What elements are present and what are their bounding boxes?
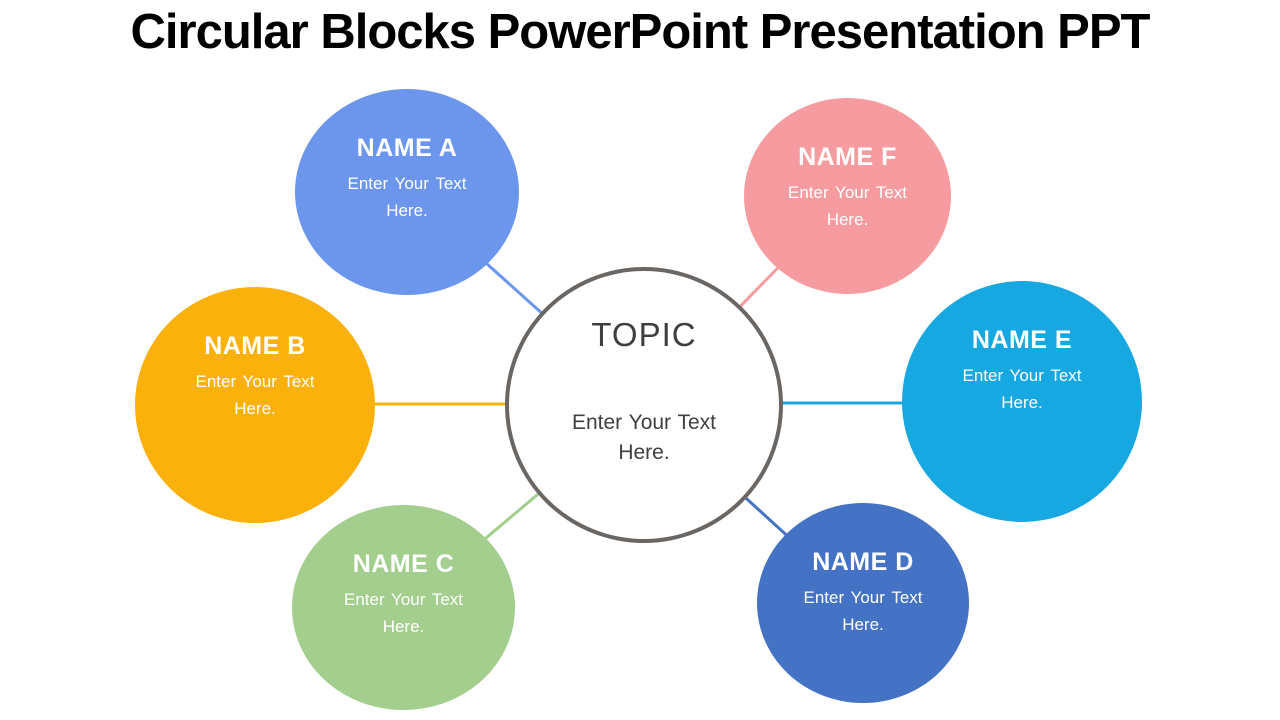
block-b-body-text: Enter Your Text Here. [195, 372, 315, 418]
block-f-body-text: Enter Your Text Here. [788, 183, 907, 229]
block-b-title: NAME B [204, 332, 306, 360]
slide-title: Circular Blocks PowerPoint Presentation … [130, 5, 1151, 59]
block-c-title: NAME C [352, 550, 455, 578]
block-circle-name-d: NAME D Enter Your Text Here. [757, 503, 969, 703]
block-e-body-text: Enter Your Text Here. [962, 366, 1082, 412]
block-f-title: NAME F [798, 143, 897, 171]
block-circle-name-f: NAME F Enter Your Text Here. [744, 98, 951, 294]
topic-body-text: Enter Your Text Here. [571, 411, 717, 464]
block-a-body-text: Enter Your Text Here. [347, 174, 467, 220]
block-c-body-text: Enter Your Text Here. [344, 590, 463, 636]
block-circle-name-c: NAME C Enter Your Text Here. [292, 505, 515, 710]
block-circle-name-b: NAME B Enter Your Text Here. [135, 287, 375, 523]
block-d-body-text: Enter Your Text Here. [803, 588, 923, 634]
topic-circle: TOPIC Enter Your Text Here. [505, 267, 783, 543]
topic-title: TOPIC [591, 316, 697, 353]
block-d-title: NAME D [812, 548, 914, 576]
block-circle-name-a: NAME A Enter Your Text Here. [295, 89, 519, 295]
block-e-title: NAME E [971, 326, 1073, 354]
block-a-title: NAME A [356, 134, 458, 162]
block-circle-name-e: NAME E Enter Your Text Here. [902, 281, 1142, 522]
